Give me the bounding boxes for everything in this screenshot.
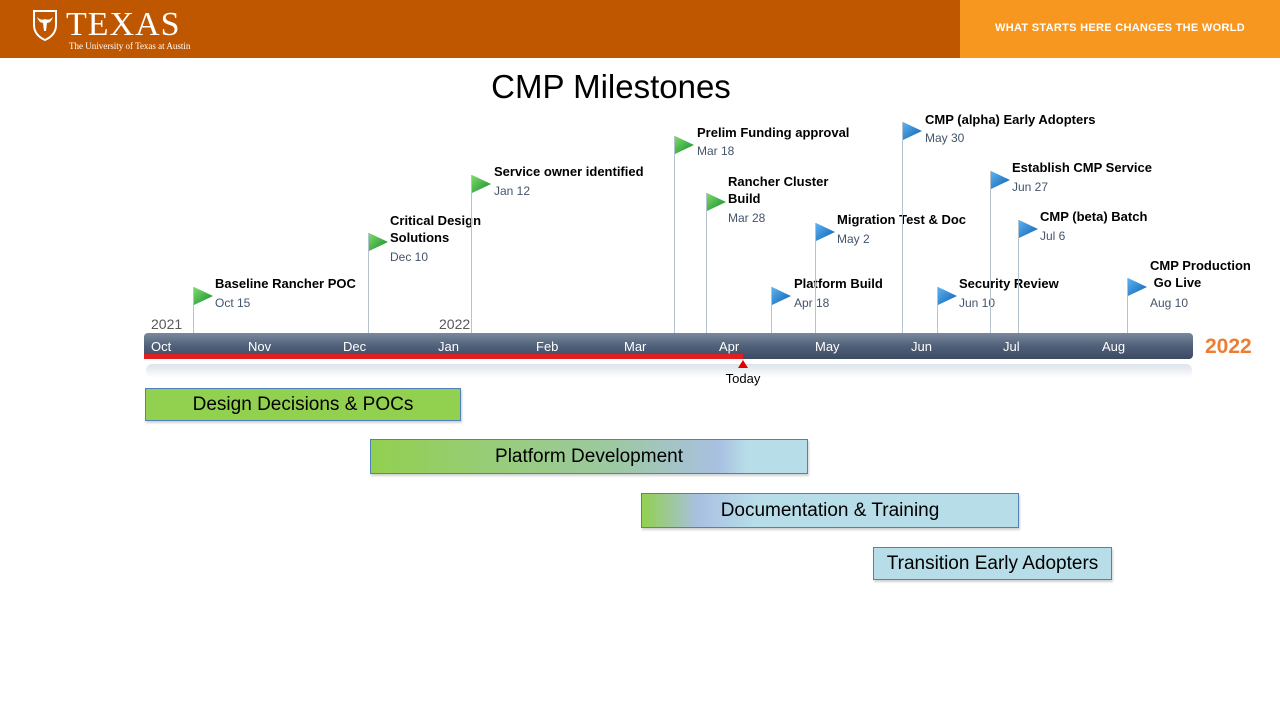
milestone-stem: [937, 287, 938, 333]
milestone-stem: [674, 136, 675, 333]
milestone-date: Jan 12: [494, 184, 531, 198]
milestone-label-cmp-beta-batch: CMP (beta) Batch: [1040, 209, 1148, 224]
green-flag-icon: [707, 193, 726, 211]
page-title: CMP Milestones: [491, 68, 731, 105]
milestone-stem: [471, 175, 472, 333]
month-label-jun: Jun: [911, 339, 932, 354]
mid-year-label: 2022: [439, 316, 471, 332]
tagline-panel: WHAT STARTS HERE CHANGES THE WORLD: [960, 0, 1280, 58]
milestone-label-cmp-alpha-early-adopters: CMP (alpha) Early Adopters: [925, 112, 1096, 127]
milestone-label-prelim-funding-approval: Prelim Funding approval: [697, 125, 850, 140]
milestone-label-service-owner-identified: Service owner identified: [494, 164, 644, 179]
logo-wordmark: TEXAS: [66, 6, 181, 43]
milestone-stem: [990, 171, 991, 333]
milestone-label-platform-build: Platform Build: [794, 276, 883, 291]
milestone-stem: [815, 223, 816, 333]
milestone-date: Dec 10: [390, 250, 429, 264]
month-label-jul: Jul: [1003, 339, 1020, 354]
ut-austin-logo: TEXAS The University of Texas at Austin: [32, 6, 192, 52]
month-label-feb: Feb: [536, 339, 559, 354]
phase-bar-transition-early-adopters: Transition Early Adopters: [873, 547, 1112, 580]
timeline-axis-shadow: [146, 364, 1192, 378]
blue-flag-icon: [903, 122, 922, 140]
milestone-date: Mar 18: [697, 144, 735, 158]
tagline: WHAT STARTS HERE CHANGES THE WORLD: [995, 22, 1245, 34]
blue-flag-icon: [1128, 278, 1147, 296]
blue-flag-icon: [991, 171, 1010, 189]
phase-bar-platform-development: Platform Development: [370, 439, 808, 474]
milestone-label-migration-test-doc: Migration Test & Doc: [837, 212, 967, 227]
month-label-nov: Nov: [248, 339, 272, 354]
today-marker-icon: [738, 360, 748, 368]
milestone-stem: [902, 122, 903, 333]
today-label: Today: [725, 371, 761, 386]
header-bar: TEXAS The University of Texas at Austin: [0, 0, 960, 58]
milestone-stem: [706, 193, 707, 333]
longhorn-seal-icon: [33, 10, 57, 41]
month-label-apr: Apr: [719, 339, 740, 354]
milestone-label-critical-design-solutions: Critical Design Solutions: [390, 213, 482, 245]
month-label-oct: Oct: [151, 339, 172, 354]
blue-flag-icon: [772, 287, 791, 305]
milestone-label-baseline-rancher-poc: Baseline Rancher POC: [215, 276, 356, 291]
green-flag-icon: [472, 175, 491, 193]
milestone-label-rancher-cluster-build: Rancher Cluster Build: [728, 174, 829, 206]
milestone-stem: [368, 233, 369, 333]
green-flag-icon: [675, 136, 694, 154]
milestone-date: May 30: [925, 131, 965, 145]
month-label-may: May: [815, 339, 840, 354]
elapsed-progress-bar: [144, 354, 743, 359]
month-label-dec: Dec: [343, 339, 367, 354]
milestone-date: Oct 15: [215, 296, 251, 310]
milestone-stem: [771, 287, 772, 333]
milestone-date: May 2: [837, 232, 870, 246]
green-flag-icon: [194, 287, 213, 305]
milestone-label-security-review: Security Review: [959, 276, 1059, 291]
blue-flag-icon: [1019, 220, 1038, 238]
month-label-aug: Aug: [1102, 339, 1126, 354]
start-year-label: 2021: [151, 316, 183, 332]
milestone-date: Jun 27: [1012, 180, 1049, 194]
month-label-mar: Mar: [624, 339, 647, 354]
milestone-label-cmp-production-go-live: CMP Production Go Live: [1150, 258, 1251, 290]
phase-bar-documentation-training: Documentation & Training: [641, 493, 1019, 528]
blue-flag-icon: [816, 223, 835, 241]
logo-subtitle: The University of Texas at Austin: [69, 41, 191, 51]
green-flag-icon: [369, 233, 388, 251]
milestone-stem: [1018, 220, 1019, 333]
phase-bar-design-decisions-pocs: Design Decisions & POCs: [145, 388, 461, 421]
end-year-label: 2022: [1205, 335, 1252, 358]
milestone-stem: [193, 287, 194, 333]
month-label-jan: Jan: [438, 339, 459, 354]
blue-flag-icon: [938, 287, 957, 305]
milestone-date: Jun 10: [959, 296, 996, 310]
milestone-label-establish-cmp-service: Establish CMP Service: [1012, 160, 1152, 175]
milestone-date: Mar 28: [728, 211, 766, 225]
milestone-stem: [1127, 278, 1128, 333]
milestone-date: Jul 6: [1040, 229, 1066, 243]
milestone-date: Apr 18: [794, 296, 830, 310]
milestone-date: Aug 10: [1150, 296, 1189, 310]
